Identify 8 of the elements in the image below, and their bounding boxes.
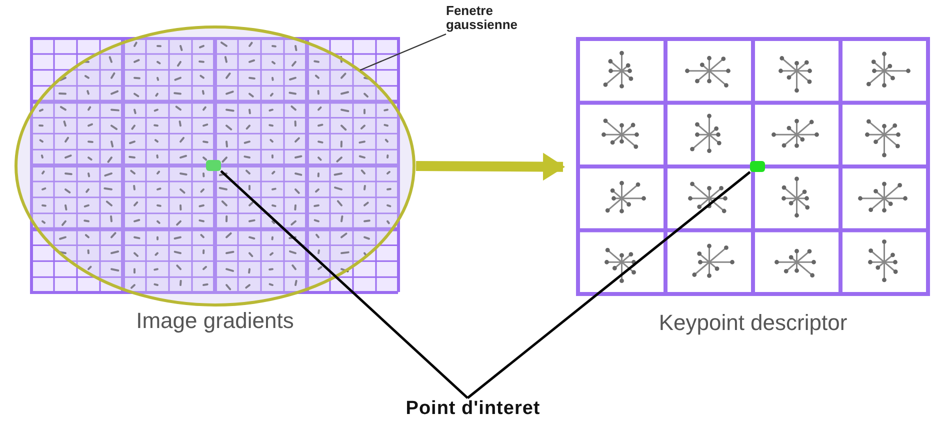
leader-line	[220, 170, 468, 399]
grid-caption: Image gradients	[136, 308, 294, 334]
callout-label: Fenetre gaussienne	[446, 4, 519, 32]
leader-line	[360, 34, 446, 71]
callout-label: Point d'interet	[406, 398, 540, 420]
grid-caption: Keypoint descriptor	[658, 310, 848, 336]
leader-line	[466, 171, 751, 399]
arrow	[416, 152, 565, 181]
